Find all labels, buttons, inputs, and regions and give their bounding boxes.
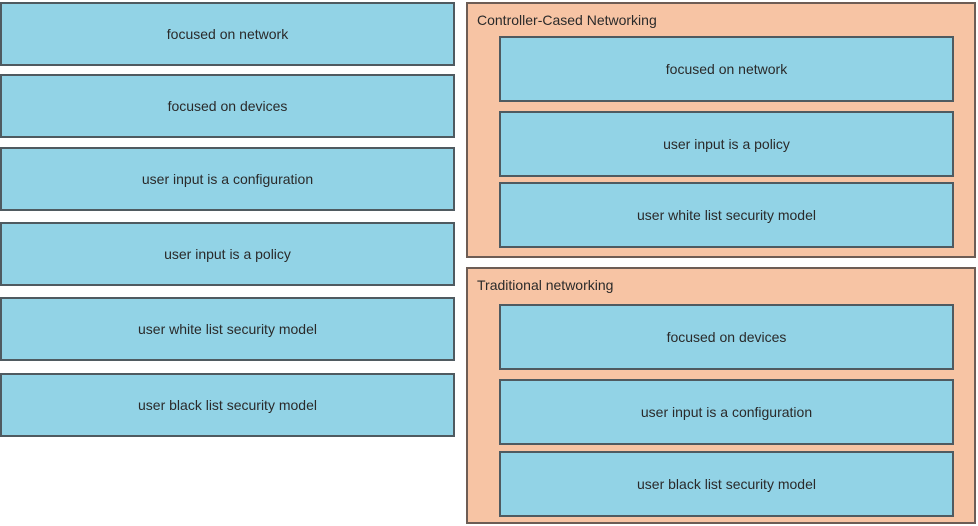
source-item-user-input-policy[interactable]: user input is a policy (0, 222, 455, 286)
drop-zone-controller-based-networking[interactable]: Controller-Cased Networking focused on n… (466, 2, 976, 258)
drop-zone-title: Controller-Cased Networking (477, 12, 657, 28)
placed-item-user-input-configuration[interactable]: user input is a configuration (499, 379, 954, 445)
placed-item-label: user white list security model (637, 207, 816, 223)
placed-item-user-input-policy[interactable]: user input is a policy (499, 111, 954, 177)
placed-item-black-list-security[interactable]: user black list security model (499, 451, 954, 517)
placed-item-label: user input is a configuration (640, 404, 813, 420)
placed-item-label: focused on network (665, 61, 788, 77)
placed-item-focused-on-devices[interactable]: focused on devices (499, 304, 954, 370)
placed-item-label: user input is a policy (663, 136, 790, 152)
source-item-label: user input is a policy (164, 246, 291, 262)
source-item-label: focused on network (166, 26, 289, 42)
placed-item-focused-on-network[interactable]: focused on network (499, 36, 954, 102)
source-item-label: user input is a configuration (141, 171, 314, 187)
placed-item-label: focused on devices (666, 329, 787, 345)
placed-item-white-list-security[interactable]: user white list security model (499, 182, 954, 248)
source-item-user-input-configuration[interactable]: user input is a configuration (0, 147, 455, 211)
source-item-focused-on-network[interactable]: focused on network (0, 2, 455, 66)
source-item-white-list-security[interactable]: user white list security model (0, 297, 455, 361)
source-item-label: focused on devices (167, 98, 288, 114)
source-item-label: user black list security model (138, 397, 317, 413)
placed-item-label: user black list security model (637, 476, 816, 492)
source-item-focused-on-devices[interactable]: focused on devices (0, 74, 455, 138)
drop-zone-traditional-networking[interactable]: Traditional networking focused on device… (466, 267, 976, 524)
source-item-label: user white list security model (138, 321, 317, 337)
source-item-black-list-security[interactable]: user black list security model (0, 373, 455, 437)
drop-zone-title: Traditional networking (477, 277, 614, 293)
